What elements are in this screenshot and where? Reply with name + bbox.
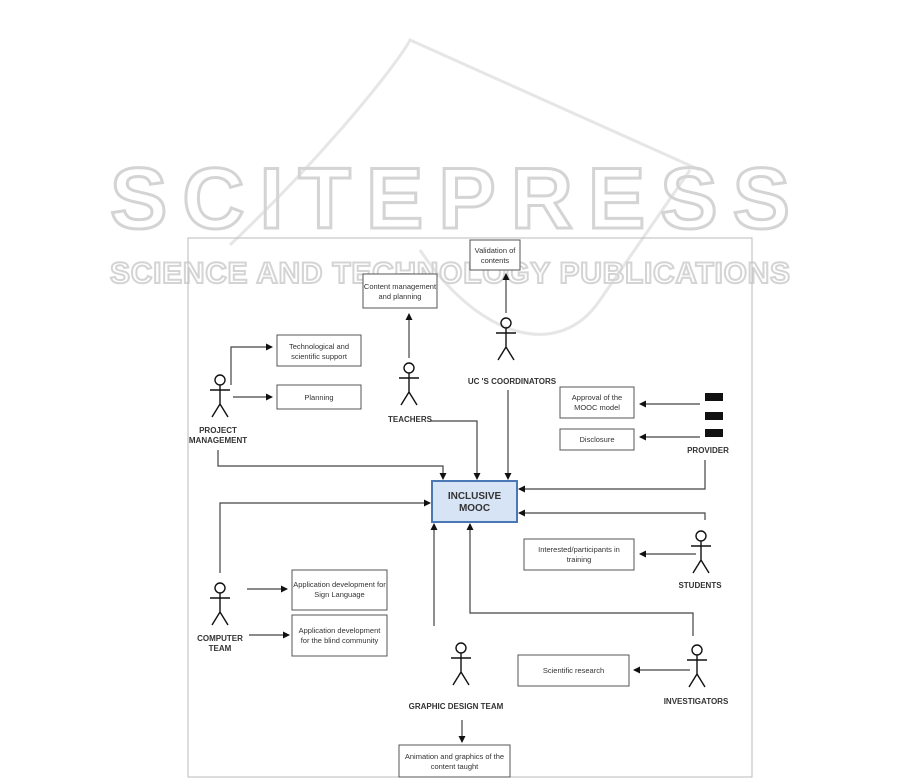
box-text: Application development (299, 626, 382, 635)
box-text: scientific support (291, 352, 348, 361)
box-text: Sign Language (314, 590, 364, 599)
stick-figure-icon (496, 317, 516, 361)
box-text: contents (481, 256, 510, 265)
box-text: Technological and (289, 342, 349, 351)
center-line2: MOOC (459, 503, 490, 514)
box-interested: Interested/participants in training (523, 538, 635, 571)
stick-figure-icon (451, 642, 471, 686)
actor-label-coordinators: UC 'S COORDINATORS (468, 377, 557, 386)
connectors (217, 273, 706, 743)
actor-label-graphic-design: GRAPHIC DESIGN TEAM (409, 702, 504, 711)
box-text: Animation and graphics of the (405, 752, 504, 761)
actor-label-provider: PROVIDER (687, 446, 729, 455)
stick-figure-icon (210, 582, 230, 626)
inclusive-mooc-node: INCLUSIVE MOOC (431, 480, 518, 523)
box-text: training (567, 555, 592, 564)
stick-figure-icon (399, 362, 419, 406)
actor-label-computer-team: COMPUTER (197, 634, 243, 643)
box-text: for the blind community (301, 636, 379, 645)
box-app-blind: Application development for the blind co… (291, 614, 388, 657)
box-text: Scientific research (543, 666, 604, 675)
box-content-management: Content management and planning (362, 273, 438, 309)
center-line1: INCLUSIVE (448, 491, 502, 502)
box-text: Validation of (475, 246, 517, 255)
stick-figure-icon (691, 530, 711, 574)
box-text: Content management (364, 282, 437, 291)
stick-figure-icon (687, 644, 707, 688)
box-approval: Approval of the MOOC model (559, 386, 635, 419)
box-text: Disclosure (579, 435, 614, 444)
box-app-sign: Application development for Sign Languag… (291, 569, 388, 611)
box-disclosure: Disclosure (559, 428, 635, 451)
box-validation: Validation of contents (469, 239, 521, 271)
box-planning: Planning (276, 384, 362, 410)
box-text: content taught (431, 762, 479, 771)
actor-label-computer-team: TEAM (209, 644, 232, 653)
box-text: Planning (304, 393, 333, 402)
box-text: Interested/participants in (538, 545, 620, 554)
box-text: and planning (379, 292, 422, 301)
actor-label-teachers: TEACHERS (388, 415, 433, 424)
box-tech-support: Technological and scientific support (276, 334, 362, 367)
watermark-logo: SCITEPRESS SCIENCE AND TECHNOLOGY PUBLIC… (109, 38, 792, 336)
actor-label-pm: PROJECT (199, 426, 237, 435)
watermark-subtitle: SCIENCE AND TECHNOLOGY PUBLICATIONS (110, 257, 790, 290)
actor-label-students: STUDENTS (678, 581, 722, 590)
box-text: Application development for (293, 580, 386, 589)
provider-icon (705, 393, 723, 437)
actor-label-pm: MANAGEMENT (189, 436, 247, 445)
box-text: Approval of the (572, 393, 622, 402)
watermark-title: SCITEPRESS (110, 151, 790, 247)
actor-label-investigators: INVESTIGATORS (664, 697, 729, 706)
stick-figure-icon (210, 374, 230, 418)
box-sci-research: Scientific research (517, 654, 630, 687)
box-text: MOOC model (574, 403, 620, 412)
box-animation: Animation and graphics of the content ta… (398, 744, 511, 778)
